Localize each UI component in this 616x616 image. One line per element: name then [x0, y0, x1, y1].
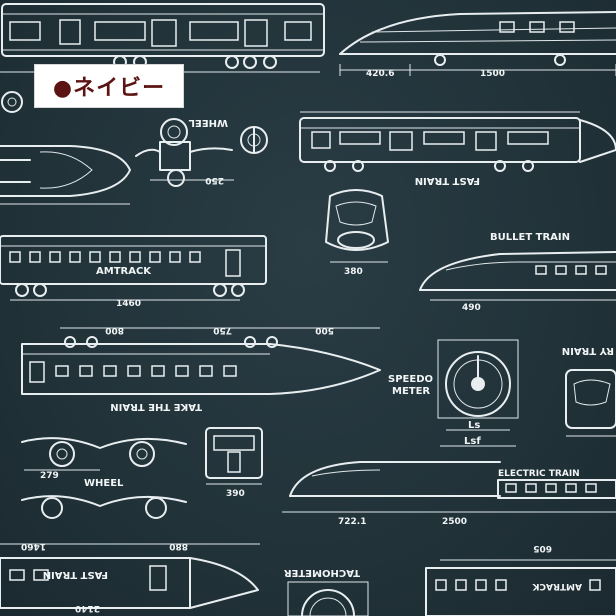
amtrack-coach-mid: AMTRACK 1460 [0, 235, 267, 309]
label-wheel-bottom: WHEEL [84, 478, 124, 489]
dim-1500: 1500 [480, 69, 505, 79]
amtrack-bottom: 605 AMTRACK [425, 543, 616, 616]
label-speedo: SPEEDO [388, 374, 433, 385]
dim-500: 500 [315, 325, 334, 335]
wheel-assembly-top: WHEEL 250 [135, 117, 268, 187]
dim-490: 490 [462, 303, 481, 313]
label-fast-train-bottom: FAST TRAIN [43, 569, 108, 580]
label-fast-train-top: FAST TRAIN [415, 175, 480, 186]
color-name-tag: ●ネイビー [34, 64, 184, 108]
electric-train: ELECTRIC TRAIN 722.1 2500 [282, 461, 616, 527]
small-wheel-left [1, 91, 23, 113]
label-meter: METER [392, 386, 430, 397]
dim-420-6: 420.6 [366, 69, 394, 79]
dim-2500: 2500 [442, 517, 467, 527]
dim-880: 880 [169, 541, 188, 551]
dim-1460-b: 1460 [21, 541, 46, 551]
dim-750: 750 [213, 325, 232, 335]
label-ls: Ls [468, 420, 480, 431]
dim-605: 605 [533, 543, 552, 553]
dim-722-1: 722.1 [338, 517, 366, 527]
label-electric-train: ELECTRIC TRAIN [498, 469, 580, 479]
tachometer-diagram: TACHOMETER [284, 567, 369, 616]
dim-390: 390 [226, 489, 245, 499]
label-amtrack-mid: AMTRACK [96, 266, 152, 277]
dim-250: 250 [205, 175, 224, 185]
label-bullet-train: BULLET TRAIN [490, 232, 570, 243]
bullet-front-face: 380 [325, 189, 389, 277]
ry-train-edge: RY TRAIN [562, 345, 616, 437]
fast-train-bottom: 1460 880 FAST TRAIN 2140 [0, 541, 260, 613]
bullet-train-top-right: 420.6 1500 [339, 11, 616, 79]
dim-279: 279 [40, 471, 59, 481]
label-lsf: Lsf [464, 436, 481, 447]
speedometer-diagram: SPEEDO METER Ls Lsf [388, 339, 519, 447]
label-amtrack-bottom: AMTRACK [531, 581, 582, 591]
commuter-front-cab: 390 [205, 427, 263, 499]
dim-1460: 1460 [116, 299, 141, 309]
commuter-train-top [0, 3, 325, 73]
label-wheel-top: WHEEL [188, 117, 228, 128]
bullet-nose-topview [0, 145, 131, 205]
label-take-the-train: TAKE THE TRAIN [110, 401, 202, 412]
bullet-train-mid-right: BULLET TRAIN 490 [419, 232, 616, 313]
label-tachometer: TACHOMETER [284, 567, 360, 578]
dim-2140: 2140 [75, 603, 100, 613]
label-ry-train: RY TRAIN [562, 345, 614, 356]
dim-380-top: 380 [344, 267, 363, 277]
dim-800: 800 [105, 325, 124, 335]
wheel-assembly-bottom: 279 WHEEL [21, 437, 187, 519]
color-name-text: ●ネイビー [52, 76, 166, 101]
take-the-train: 800 750 500 TAKE THE TRAIN [21, 325, 381, 412]
fast-train-top: FAST TRAIN [299, 111, 616, 186]
